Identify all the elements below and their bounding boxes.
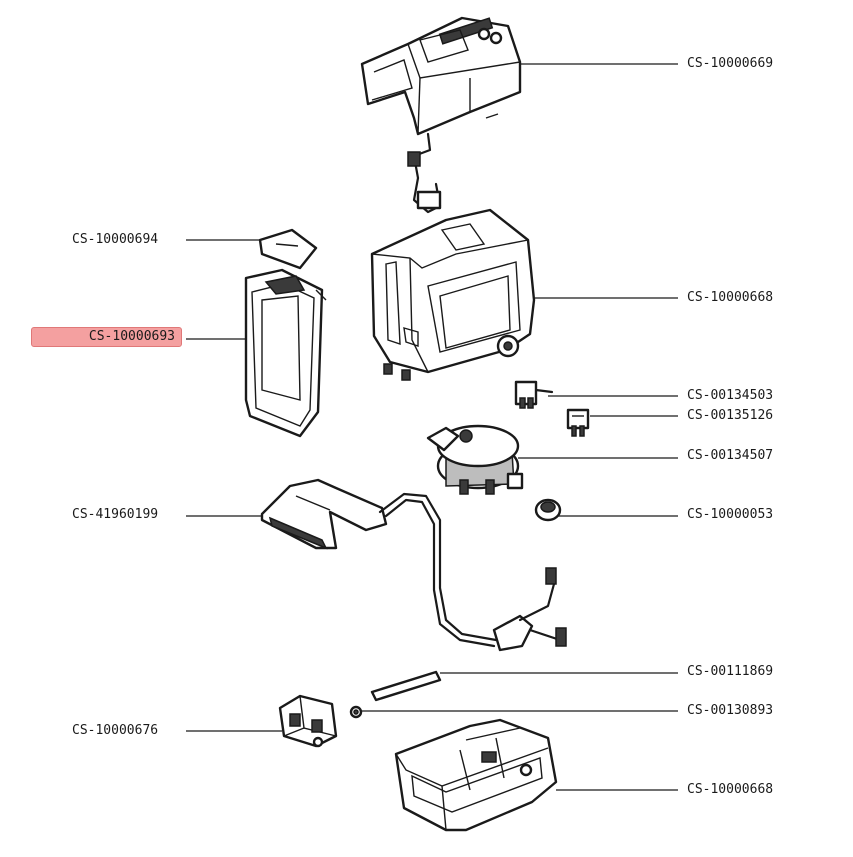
water-tank-part[interactable]	[244, 268, 327, 438]
leader-lines	[186, 63, 678, 791]
part-label[interactable]: CS-10000053	[687, 507, 774, 522]
filter-part[interactable]	[258, 228, 318, 270]
valve-part[interactable]	[278, 694, 338, 748]
main-body-part[interactable]	[370, 208, 536, 381]
part-label[interactable]: CS-41960199	[72, 507, 159, 522]
tube-part[interactable]	[370, 670, 442, 702]
part-label[interactable]: CS-00135126	[687, 408, 774, 423]
knob-part[interactable]	[534, 498, 562, 522]
motor-part[interactable]	[426, 424, 524, 495]
part-label[interactable]: CS-10000668	[687, 782, 774, 797]
part-label[interactable]: CS-10000694	[72, 232, 159, 247]
part-label[interactable]: CS-10000668	[687, 290, 774, 305]
part-label[interactable]: CS-10000669	[687, 56, 774, 71]
base-part[interactable]	[394, 718, 558, 832]
part-label[interactable]: CS-10000676	[72, 723, 159, 738]
part-label-highlighted[interactable]: CS-10000693	[31, 327, 182, 347]
seal-part[interactable]	[349, 705, 363, 719]
part-label[interactable]: CS-00134503	[687, 388, 774, 403]
part-label[interactable]: CS-00111869	[687, 664, 774, 679]
nozzle-hose-part[interactable]	[260, 478, 567, 652]
switch-part[interactable]	[566, 408, 590, 437]
part-label[interactable]: CS-00134507	[687, 448, 774, 463]
part-label[interactable]: CS-00130893	[687, 703, 774, 718]
connector-part[interactable]	[514, 380, 554, 409]
top-cover-part[interactable]	[360, 16, 522, 214]
